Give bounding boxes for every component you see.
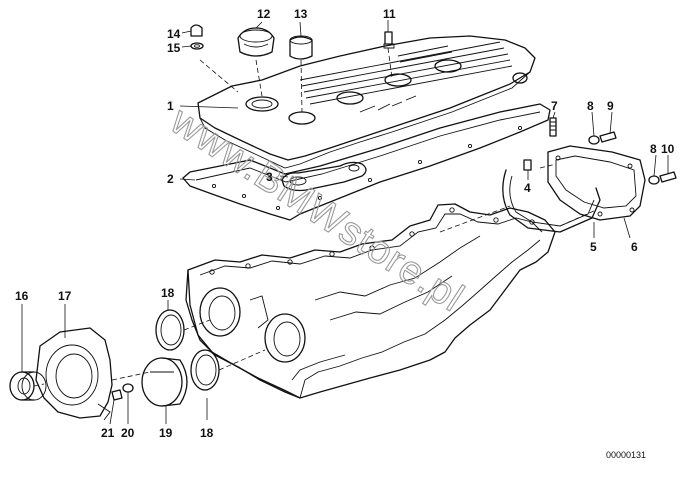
callout-15: 15	[167, 41, 181, 55]
callout-8: 8	[587, 99, 594, 113]
timing-cover-gasket	[502, 169, 601, 233]
callout-2: 2	[167, 172, 174, 186]
watermark: www.BMWstore.pl	[162, 98, 472, 320]
rubber-bushing	[289, 35, 313, 60]
callout-16: 16	[15, 289, 29, 303]
bolt-9	[599, 131, 617, 143]
callout-18b: 18	[200, 426, 214, 440]
drawing-number: 00000131	[606, 450, 646, 460]
bolt-21	[111, 389, 123, 401]
washer-8b	[648, 175, 660, 185]
callout-17: 17	[58, 289, 72, 303]
callout-18a: 18	[161, 286, 175, 300]
callout-9: 9	[607, 99, 614, 113]
callout-3: 3	[266, 170, 273, 184]
o-ring-18b	[190, 349, 220, 391]
callout-21: 21	[101, 426, 115, 440]
callout-12: 12	[257, 7, 271, 21]
leader-lines	[21, 20, 669, 425]
end-cover-19	[141, 357, 188, 407]
cylinder-head	[185, 203, 556, 399]
callout-6: 6	[631, 240, 638, 254]
callout-7: 7	[551, 99, 558, 113]
callout-19: 19	[159, 426, 173, 440]
callout-10: 10	[661, 142, 675, 156]
bolt-10	[659, 171, 677, 183]
callout-1: 1	[167, 99, 174, 113]
washer-15	[190, 42, 204, 50]
bearing-housing-17	[35, 327, 113, 421]
washer-8	[588, 135, 600, 145]
callout-20: 20	[121, 426, 135, 440]
valve-cover	[197, 35, 536, 169]
callout-labels: 1 2 3 4 5 6 7 8 8 9 10 11 12 13 14 15 16…	[15, 7, 675, 440]
filler-cap	[237, 27, 275, 57]
callout-14: 14	[167, 27, 181, 41]
callout-8b: 8	[650, 142, 657, 156]
callout-5: 5	[590, 240, 597, 254]
callout-4: 4	[524, 181, 531, 195]
plug-seal-gasket	[281, 161, 367, 192]
o-ring-18a	[155, 309, 185, 351]
callout-13: 13	[294, 7, 308, 21]
stud-bolt-7	[549, 117, 557, 137]
dowel-pin-4	[523, 159, 532, 171]
callout-11: 11	[383, 7, 396, 21]
shaft-seal-16	[9, 371, 47, 401]
bolt-11	[383, 31, 395, 49]
rear-cover	[547, 145, 646, 221]
washer-20	[122, 383, 134, 393]
plug-14	[190, 24, 203, 37]
